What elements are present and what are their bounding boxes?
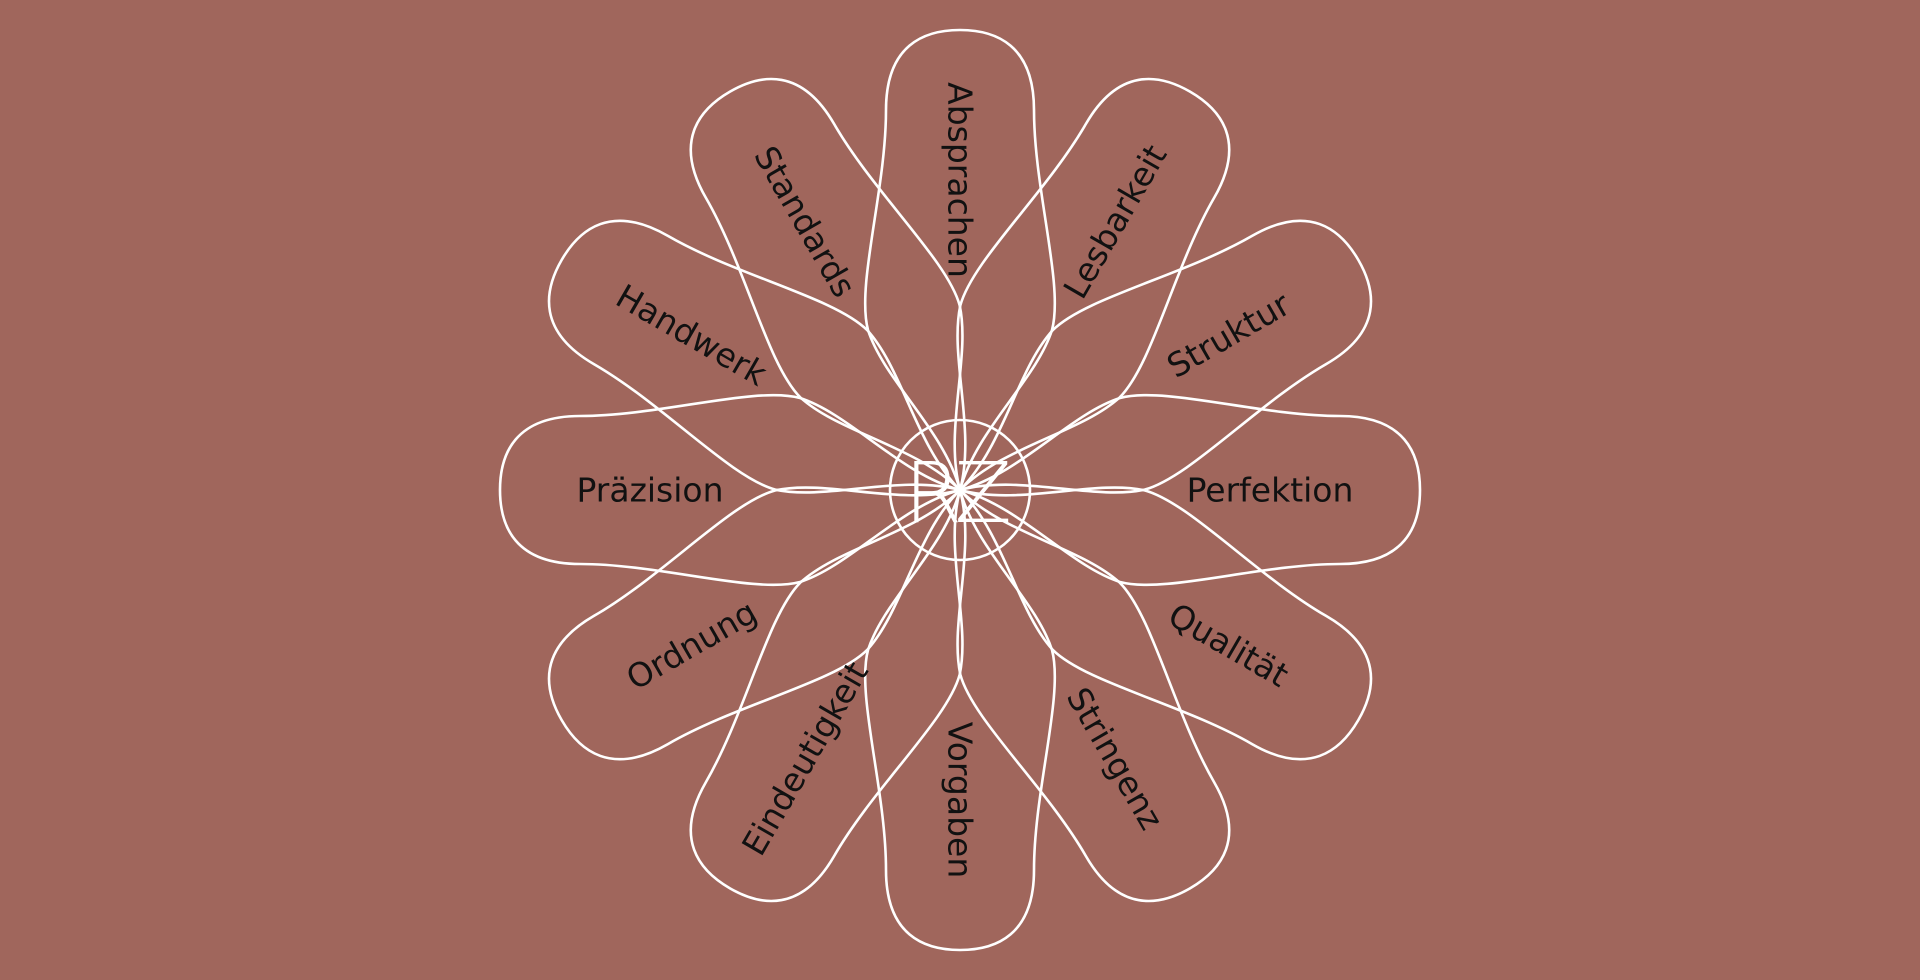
petal-label: Vorgaben: [941, 722, 980, 879]
petal-outline: [955, 219, 1373, 494]
petal-label: Präzision: [576, 471, 723, 510]
logo-text: RZ: [904, 444, 1008, 542]
petal-outlines: [498, 28, 1422, 952]
petal-label: Perfektion: [1187, 471, 1354, 510]
petal-label: Stringenz: [1059, 681, 1171, 836]
petal-label: Qualität: [1162, 595, 1295, 695]
logo-ring: [888, 418, 1032, 562]
petal-label: Absprachen: [941, 82, 980, 278]
petal-label: Ordnung: [620, 592, 764, 698]
petal-label: Struktur: [1160, 284, 1297, 385]
center-logo: RZ: [888, 418, 1032, 562]
